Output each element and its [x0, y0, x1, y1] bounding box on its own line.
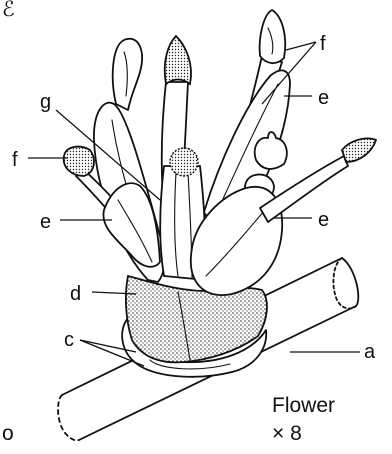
label-d: d	[70, 283, 81, 305]
label-e-left: e	[40, 211, 51, 233]
label-e-top: e	[318, 87, 329, 109]
caption-magnification: × 8	[272, 422, 302, 445]
caption-title: Flower	[272, 394, 335, 417]
label-g: g	[40, 91, 51, 113]
anther-left	[64, 147, 94, 176]
label-e-right: e	[318, 209, 329, 231]
label-a: a	[364, 341, 376, 363]
label-f-left: f	[12, 149, 18, 171]
corner-mark-top: ℰ	[2, 0, 15, 21]
stigma	[170, 148, 198, 176]
anther-right	[342, 138, 376, 162]
label-f-top: f	[320, 33, 326, 55]
petals-drawing	[64, 10, 376, 295]
anther-top-left	[165, 36, 191, 84]
label-c: c	[64, 329, 74, 351]
corner-mark-bottom: o	[2, 422, 14, 445]
